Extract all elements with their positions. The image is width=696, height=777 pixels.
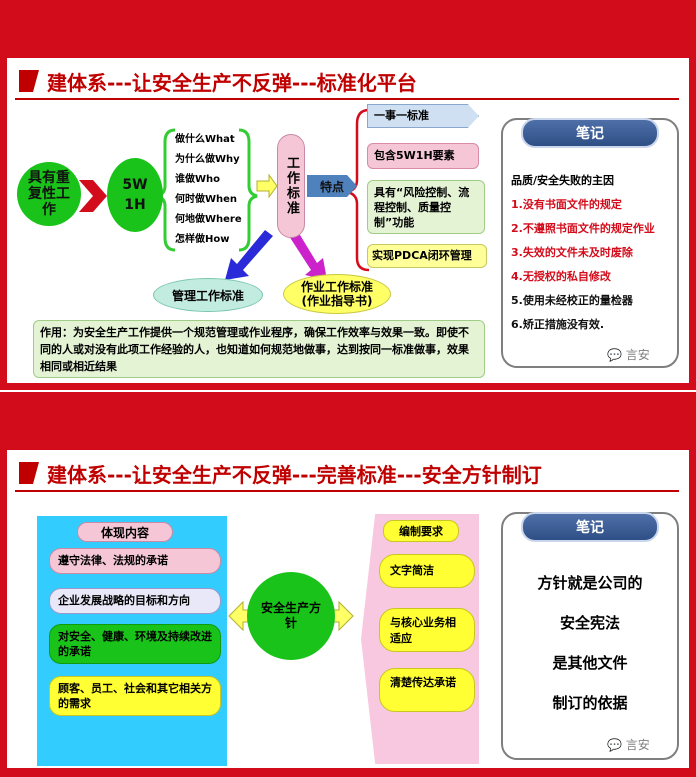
question-item: 何时做When	[175, 194, 238, 205]
arrow-right-icon	[256, 173, 278, 199]
question-item: 何地做Where	[175, 214, 242, 225]
op-standard-label: 作业工作标准 (作业指导书)	[300, 280, 373, 308]
role-text: 作用：为安全生产工作提供一个规范管理或作业程序，确保工作效率与效果一致。即使不同…	[40, 326, 469, 373]
question-item: 谁做Who	[175, 174, 221, 185]
note-title: 笔记	[576, 520, 604, 536]
work-standard-box: 工作标准	[277, 134, 305, 238]
fivew-circle: 5W 1H	[107, 158, 163, 232]
question-item: 为什么做Why	[175, 154, 240, 165]
content-item: 遵守法律、法规的承诺	[49, 548, 221, 574]
slide-2-title-text: 建体系---让安全生产不反弹---完善标准---安全方针制订	[47, 462, 542, 487]
content-panel: 体现内容 遵守法律、法规的承诺 企业发展战略的目标和方向 对安全、健康、环境及持…	[37, 516, 227, 766]
op-standard-oval: 作业工作标准 (作业指导书)	[283, 274, 391, 314]
right-brace-icon	[238, 128, 258, 252]
content-header-label: 体现内容	[100, 525, 149, 540]
source-circle: 具有重复性工作	[17, 162, 81, 226]
arrow-right-icon	[332, 600, 354, 632]
features-label: 特点	[319, 179, 344, 194]
title-divider	[15, 98, 679, 100]
note-panel: 笔记 品质/安全失败的主因 1.没有书面文件的规定 2.不遵照书面文件的规定作业…	[501, 118, 679, 368]
requirement-item: 与核心业务相适应	[379, 608, 475, 652]
question-item: 怎样做How	[175, 234, 230, 245]
note-item: 1.没有书面文件的规定	[511, 198, 622, 211]
note-item: 6.矫正措施没有效.	[511, 318, 605, 331]
content-item: 顾客、员工、社会和其它相关方的需求	[49, 676, 221, 716]
title-marker-icon	[19, 462, 39, 484]
source-label: 具有重复性工作	[28, 170, 70, 218]
watermark-text: 言安	[625, 738, 650, 752]
note-intro: 品质/安全失败的主因	[511, 174, 615, 187]
requirement-header: 编制要求	[383, 520, 459, 542]
arrow-left-icon	[228, 600, 250, 632]
content-item: 企业发展战略的目标和方向	[49, 588, 221, 614]
slide-2: 建体系---让安全生产不反弹---完善标准---安全方针制订 体现内容 遵守法律…	[0, 392, 696, 777]
chevron-right-icon	[79, 180, 107, 212]
note-title: 笔记	[576, 126, 604, 142]
chat-bubble-icon: 💬	[607, 738, 622, 752]
requirement-panel: 编制要求 文字简洁 与核心业务相适应 清楚传达承诺	[361, 514, 479, 764]
slide-2-title: 建体系---让安全生产不反弹---完善标准---安全方针制订	[7, 458, 542, 488]
mgmt-standard-label: 管理工作标准	[171, 288, 244, 303]
feature-item: 一事一标准	[367, 104, 479, 128]
note-header: 笔记	[521, 512, 659, 542]
slide-1-title-text: 建体系---让安全生产不反弹---标准化平台	[47, 70, 417, 95]
feature-item: 包含5W1H要素	[367, 143, 479, 169]
requirement-item: 清楚传达承诺	[379, 668, 475, 712]
work-standard-label: 工作标准	[284, 156, 299, 216]
note-line: 制订的依据	[552, 693, 628, 712]
feature-item: 实现PDCA闭环管理	[367, 244, 487, 268]
note-item: 5.使用未经校正的量检器	[511, 294, 633, 307]
question-item: 做什么What	[175, 134, 235, 145]
content-item: 对安全、健康、环境及持续改进的承诺	[49, 624, 221, 664]
slide-2-body: 建体系---让安全生产不反弹---完善标准---安全方针制订 体现内容 遵守法律…	[7, 450, 689, 768]
question-list: 做什么What 为什么做Why 谁做Who 何时做When 何地做Where 怎…	[175, 130, 242, 250]
title-marker-icon	[19, 70, 39, 92]
fivew-label: 5W 1H	[122, 177, 148, 213]
watermark: 💬 言安	[607, 346, 650, 363]
requirement-item: 文字简洁	[379, 554, 475, 588]
title-divider	[15, 490, 679, 492]
features-tag: 特点	[307, 175, 357, 197]
note-item: 4.无授权的私自修改	[511, 270, 611, 283]
note-line: 是其他文件	[552, 653, 628, 672]
policy-circle: 安全生产方针	[247, 572, 335, 660]
chat-bubble-icon: 💬	[607, 348, 622, 362]
note-line: 安全宪法	[559, 613, 620, 632]
slide-1: 建体系---让安全生产不反弹---标准化平台 具有重复性工作 5W 1H	[0, 0, 696, 390]
slide-1-body: 建体系---让安全生产不反弹---标准化平台 具有重复性工作 5W 1H	[7, 58, 689, 383]
note-item: 3.失效的文件未及时废除	[511, 246, 633, 259]
note-panel: 笔记 方针就是公司的 安全宪法 是其他文件 制订的依据 💬 言安	[501, 512, 679, 760]
arrow-down-left-icon	[225, 230, 273, 280]
role-description: 作用：为安全生产工作提供一个规范管理或作业程序，确保工作效率与效果一致。即使不同…	[33, 320, 485, 378]
feature-item: 具有“风险控制、流程控制、质量控制”功能	[367, 180, 485, 234]
mgmt-standard-oval: 管理工作标准	[153, 278, 263, 312]
watermark: 💬 言安	[607, 736, 650, 753]
requirement-header-label: 编制要求	[399, 525, 443, 538]
slide-1-title: 建体系---让安全生产不反弹---标准化平台	[7, 66, 417, 96]
arrow-down-right-icon	[289, 230, 327, 280]
watermark-text: 言安	[625, 348, 650, 362]
note-header: 笔记	[521, 118, 659, 148]
note-item: 2.不遵照书面文件的规定作业	[511, 222, 655, 235]
content-header: 体现内容	[77, 522, 173, 542]
policy-label: 安全生产方针	[260, 601, 321, 630]
note-line: 方针就是公司的	[537, 573, 643, 592]
